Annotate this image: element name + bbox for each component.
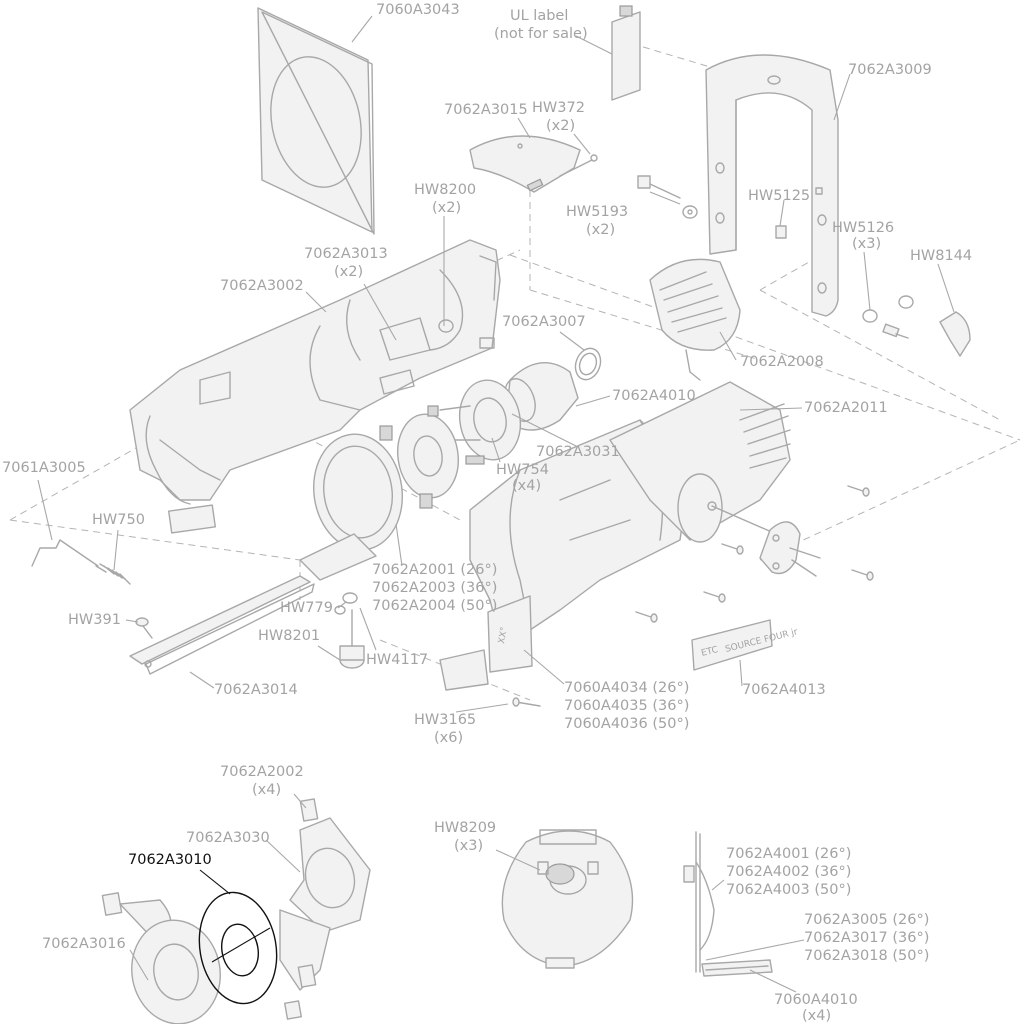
focus-knob-hardware xyxy=(299,533,377,669)
label-ul: UL label xyxy=(510,8,568,24)
label-7062A3013: 7062A3013 xyxy=(304,246,388,262)
label-7062A3030: 7062A3030 xyxy=(186,830,270,846)
highlight-leader xyxy=(199,869,231,895)
label-7062A3015: 7062A3015 xyxy=(444,102,528,118)
lens-profile-part xyxy=(683,831,773,977)
socket-plate-part xyxy=(759,521,821,577)
label-7062A2011: 7062A2011 xyxy=(804,400,888,416)
gobo-holder-part xyxy=(501,829,634,969)
label-7060A4034: 7060A4034 (26°) xyxy=(564,680,689,696)
yoke-bolt-part xyxy=(637,175,698,219)
label-7062A3013-qty: (x2) xyxy=(334,264,363,280)
label-7062A3014: 7062A3014 xyxy=(214,682,298,698)
label-7060A3043: 7060A3043 xyxy=(376,2,460,18)
shutter-plate-part xyxy=(439,379,522,465)
label-7062A3017: 7062A3017 (36°) xyxy=(804,930,929,946)
lamp-ring-part xyxy=(574,347,602,381)
label-hw8209: HW8209 xyxy=(434,820,496,836)
label-hw372: HW372 xyxy=(532,100,585,116)
label-ul-not-for-sale: (not for sale) xyxy=(494,26,588,42)
label-7062A3007: 7062A3007 xyxy=(502,314,586,330)
main-housing-part xyxy=(129,239,501,534)
label-hw754: HW754 xyxy=(496,462,549,478)
yoke-knob-hardware xyxy=(775,225,971,357)
label-hw5193: HW5193 xyxy=(566,204,628,220)
nameplate-part: ETC SOURCE FOUR jr xyxy=(691,619,799,671)
label-7060A4036: 7060A4036 (50°) xyxy=(564,716,689,732)
iris-shutter-assembly xyxy=(101,798,371,1020)
label-hw3165: HW3165 xyxy=(414,712,476,728)
label-7062A3005: 7062A3005 (26°) xyxy=(804,912,929,928)
label-hw391: HW391 xyxy=(68,612,121,628)
label-7062A4010: 7062A4010 xyxy=(612,388,696,404)
label-hw5126: HW5126 xyxy=(832,220,894,236)
barrel-marking-text: XX° xyxy=(497,626,510,644)
label-7061A3005: 7061A3005 xyxy=(2,460,86,476)
label-7062A3002: 7062A3002 xyxy=(220,278,304,294)
leader-lines xyxy=(37,15,955,993)
label-7062A4003: 7062A4003 (50°) xyxy=(726,882,851,898)
label-7062A2008: 7062A2008 xyxy=(740,354,824,370)
gobo-disc-part xyxy=(119,899,221,1024)
label-hw5126-qty: (x3) xyxy=(852,236,881,252)
label-7062A2001: 7062A2001 (26°) xyxy=(372,562,497,578)
label-7062A2002: 7062A2002 xyxy=(220,764,304,780)
label-7062A3009: 7062A3009 xyxy=(848,62,932,78)
label-7062A3031: 7062A3031 xyxy=(536,444,620,460)
label-hw8200-qty: (x2) xyxy=(432,200,461,216)
color-frame-part xyxy=(257,7,375,235)
label-7062A4013: 7062A4013 xyxy=(742,682,826,698)
label-hw5193-qty: (x2) xyxy=(586,222,615,238)
ul-label-part xyxy=(611,5,641,101)
label-hw4117: HW4117 xyxy=(366,652,428,668)
label-7060A4035: 7060A4035 (36°) xyxy=(564,698,689,714)
label-hw779: HW779 xyxy=(280,600,333,616)
label-hw5125: HW5125 xyxy=(748,188,810,204)
label-hw750: HW750 xyxy=(92,512,145,528)
screws-group xyxy=(135,485,874,707)
label-hw8200: HW8200 xyxy=(414,182,476,198)
lamp-housing-part xyxy=(609,381,791,543)
label-hw8201: HW8201 xyxy=(258,628,320,644)
label-hw372-qty: (x2) xyxy=(546,118,575,134)
label-7062A3010-highlighted: 7062A3010 xyxy=(128,852,212,868)
label-7060A4010-qty: (x4) xyxy=(802,1008,831,1024)
nameplate-etc-text: ETC xyxy=(700,645,719,659)
label-7062A4001: 7062A4001 (26°) xyxy=(726,846,851,862)
label-7062A4002: 7062A4002 (36°) xyxy=(726,864,851,880)
label-hw8144: HW8144 xyxy=(910,248,972,264)
label-7060A4010: 7060A4010 xyxy=(774,992,858,1008)
top-cover-plate-part xyxy=(469,135,598,193)
slide-bar-part xyxy=(129,575,315,675)
label-7062A3016: 7062A3016 xyxy=(42,936,126,952)
part-labels: 7060A3043 UL label (not for sale) 7062A3… xyxy=(2,2,972,1024)
label-hw754-qty: (x4) xyxy=(512,478,541,494)
label-hw8209-qty: (x3) xyxy=(454,838,483,854)
lamp-cap-part xyxy=(649,258,741,381)
gate-handle-part xyxy=(31,539,131,585)
label-7062A2002-qty: (x4) xyxy=(252,782,281,798)
yoke-part xyxy=(705,54,839,317)
label-7062A3018: 7062A3018 (50°) xyxy=(804,948,929,964)
label-7062A2004: 7062A2004 (50°) xyxy=(372,598,497,614)
label-hw3165-qty: (x6) xyxy=(434,730,463,746)
label-7062A2003: 7062A2003 (36°) xyxy=(372,580,497,596)
